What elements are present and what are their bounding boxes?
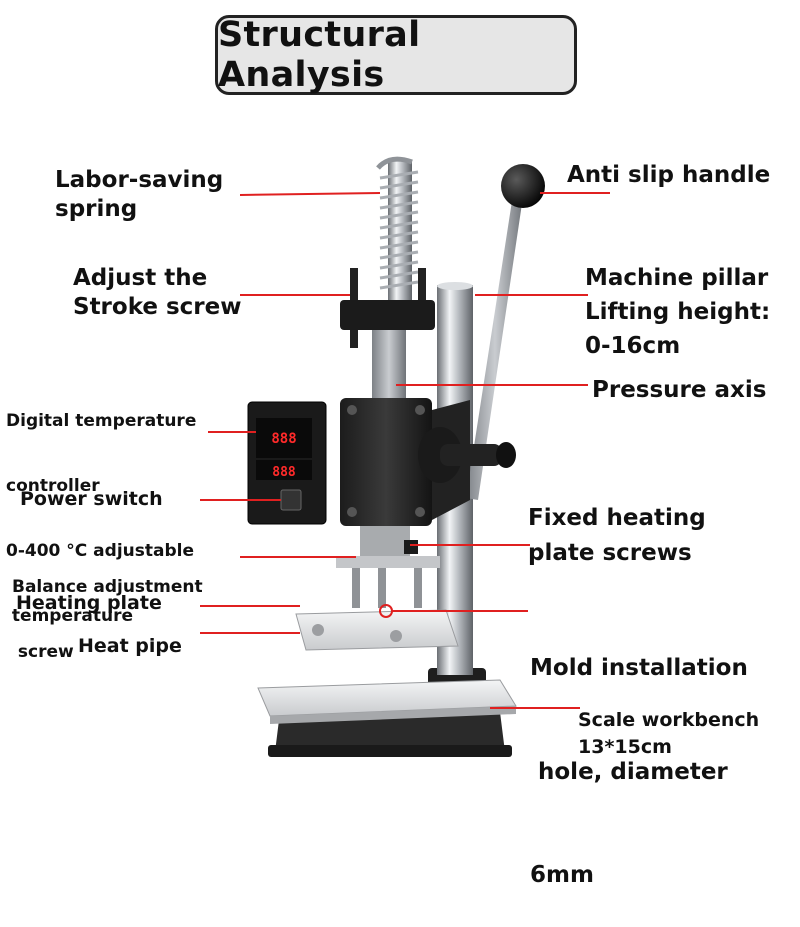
label-pressure-axis: Pressure axis bbox=[592, 377, 767, 403]
anti-slip-handle bbox=[466, 164, 545, 500]
labor-saving-spring bbox=[376, 156, 419, 310]
title-box: Structural Analysis bbox=[215, 15, 577, 95]
machine-base bbox=[268, 712, 512, 757]
leader-lines bbox=[200, 192, 610, 709]
machine-illustration: 888 888 bbox=[200, 156, 610, 757]
label-labor-spring: Labor-saving spring bbox=[55, 167, 224, 223]
label-fixed-heating: Fixed heating plate screws bbox=[528, 505, 706, 566]
temperature-controller: 888 888 bbox=[247, 401, 327, 525]
label-adjust-stroke: Adjust the Stroke screw bbox=[73, 265, 242, 321]
stroke-screw-block bbox=[340, 268, 435, 348]
leader-spring bbox=[239, 192, 381, 196]
label-anti-slip-handle: Anti slip handle bbox=[567, 162, 771, 188]
power-switch bbox=[280, 489, 302, 511]
press-head bbox=[340, 398, 516, 526]
label-machine-pillar: Machine pillar Lifting height: 0-16cm bbox=[585, 265, 771, 359]
label-heating-plate: Heating plate bbox=[16, 592, 162, 614]
display-top: 888 bbox=[271, 431, 296, 447]
heating-assembly bbox=[295, 526, 459, 651]
label-balance-adjust: Balance adjustment screw bbox=[12, 576, 203, 662]
display-bottom: 888 bbox=[272, 465, 296, 480]
scale-workbench bbox=[257, 679, 517, 724]
label-temp-controller: Digital temperature controller 0-400 °C … bbox=[6, 410, 197, 627]
label-power-switch: Power switch bbox=[20, 488, 163, 510]
label-heat-pipe: Heat pipe bbox=[78, 635, 182, 657]
page-title: Structural Analysis bbox=[218, 15, 421, 95]
label-scale-workbench: Scale workbench 13*15cm bbox=[578, 709, 760, 758]
